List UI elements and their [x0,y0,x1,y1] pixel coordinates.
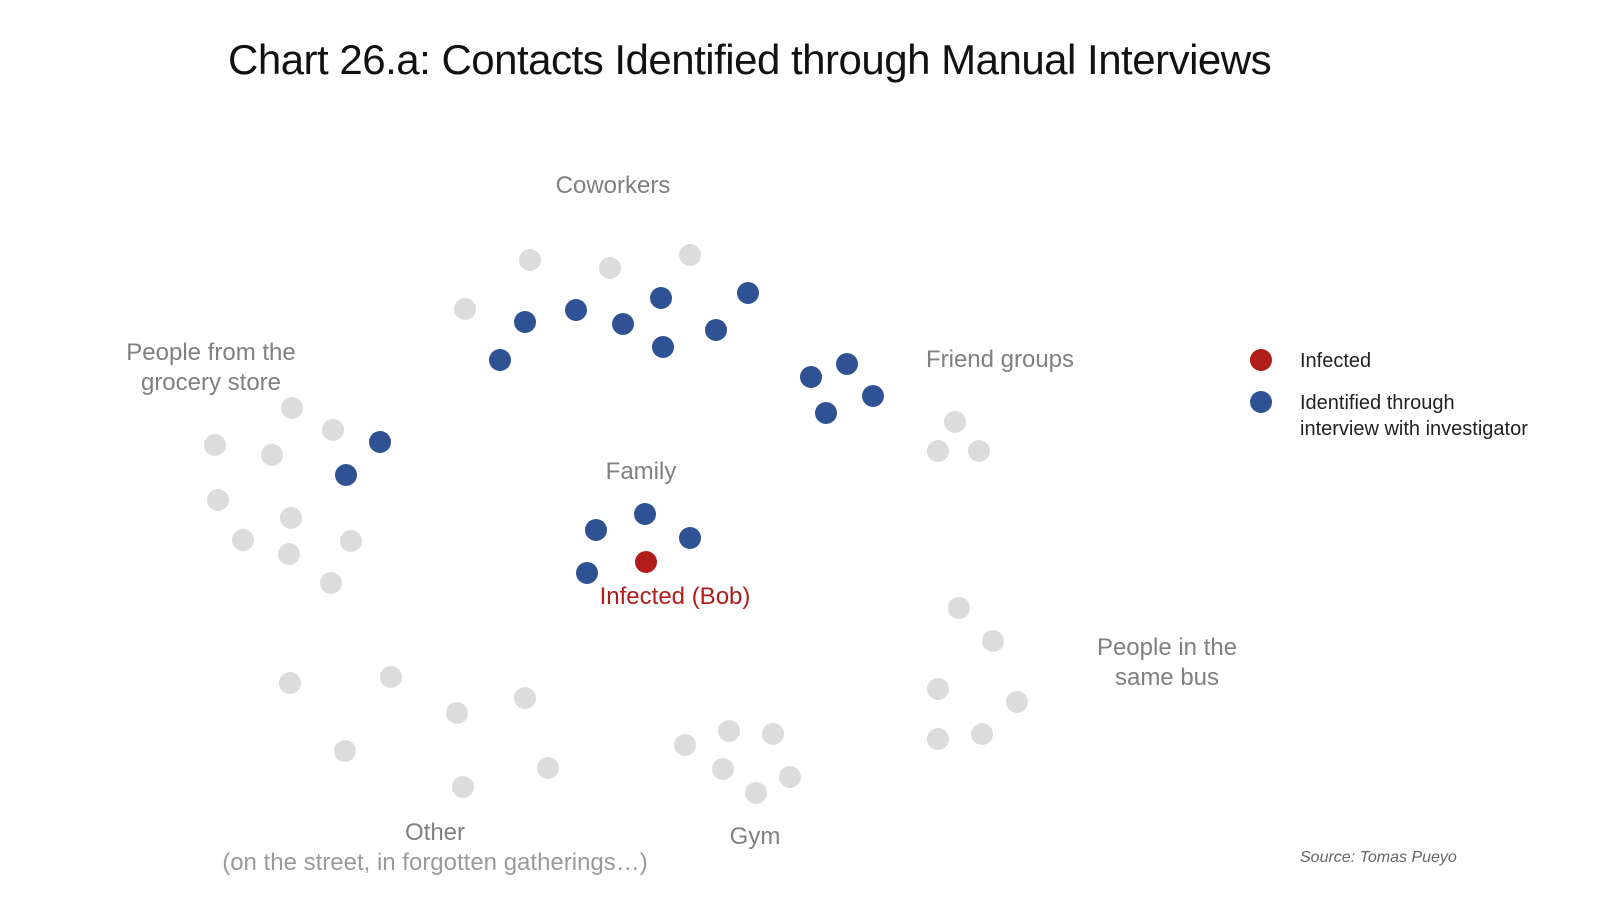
contact-dot-identified [705,319,727,341]
contact-dot-unidentified [279,672,301,694]
infected-bob-label: Infected (Bob) [600,583,751,610]
group-label-family: Family [606,458,677,485]
contact-dot-identified [737,282,759,304]
contact-dot-identified [514,311,536,333]
contact-dot-unidentified [968,440,990,462]
group-label-coworkers: Coworkers [556,172,671,199]
contact-dot-unidentified [322,419,344,441]
legend-label-infected: Infected [1300,350,1371,372]
group-sublabel-other: (on the street, in forgotten gatherings…… [222,849,648,876]
contact-dot-unidentified [948,597,970,619]
contact-dot-identified [585,519,607,541]
contact-dot-identified [335,464,357,486]
contact-dot-identified [576,562,598,584]
contact-dot-unidentified [712,758,734,780]
contact-dot-unidentified [679,244,701,266]
contact-dot-unidentified [718,720,740,742]
contact-dot-unidentified [779,766,801,788]
contact-dot-identified [565,299,587,321]
contact-dot-identified [679,527,701,549]
contact-dot-unidentified [280,507,302,529]
contact-dot-unidentified [207,489,229,511]
contact-dot-identified [650,287,672,309]
contact-dot-unidentified [745,782,767,804]
source-credit: Source: Tomas Pueyo [1300,849,1457,866]
contact-dot-unidentified [446,702,468,724]
contact-dot-identified [836,353,858,375]
contact-dot-unidentified [232,529,254,551]
group-label-bus-line2: same bus [1115,664,1219,691]
contact-dot-identified [489,349,511,371]
contact-dot-identified [652,336,674,358]
group-label-grocery-line1: People from the [126,339,295,366]
contact-dot-unidentified [278,543,300,565]
contact-dot-unidentified [334,740,356,762]
contact-dot-unidentified [762,723,784,745]
group-label-other: Other [405,819,465,846]
contact-dot-unidentified [340,530,362,552]
contact-dot-identified [815,402,837,424]
contact-dot-identified [862,385,884,407]
contact-dot-unidentified [927,728,949,750]
contact-dot-unidentified [982,630,1004,652]
group-label-bus-line1: People in the [1097,634,1237,661]
contact-dot-unidentified [599,257,621,279]
contact-dot-unidentified [452,776,474,798]
contact-dot-unidentified [1006,691,1028,713]
contact-dot-unidentified [971,723,993,745]
legend-label-identified-line1: Identified through [1300,392,1455,414]
legend: Infected Identified through interview wi… [1250,349,1528,440]
contact-dot-unidentified [674,734,696,756]
contact-dot-identified [369,431,391,453]
legend-dot-infected [1250,349,1272,371]
group-label-grocery-line2: grocery store [141,369,281,396]
legend-label-identified-line2: interview with investigator [1300,418,1528,440]
contact-dot-identified [800,366,822,388]
contact-dot-unidentified [519,249,541,271]
legend-dot-identified [1250,391,1272,413]
group-label-friend-groups: Friend groups [926,346,1074,373]
contact-dot-unidentified [281,397,303,419]
contact-dot-unidentified [320,572,342,594]
contact-dot-unidentified [927,678,949,700]
contact-dot-unidentified [454,298,476,320]
infected-person-dot [635,551,657,573]
group-label-gym: Gym [730,823,781,850]
contact-dots [204,244,1028,804]
contact-dot-unidentified [944,411,966,433]
contact-dot-unidentified [204,434,226,456]
contact-dot-unidentified [380,666,402,688]
contact-dot-unidentified [261,444,283,466]
diagram-title: Chart 26.a: Contacts Identified through … [228,36,1271,83]
contact-dot-unidentified [514,687,536,709]
contact-dot-identified [634,503,656,525]
contact-dot-unidentified [927,440,949,462]
contact-dot-identified [612,313,634,335]
contact-dot-unidentified [537,757,559,779]
